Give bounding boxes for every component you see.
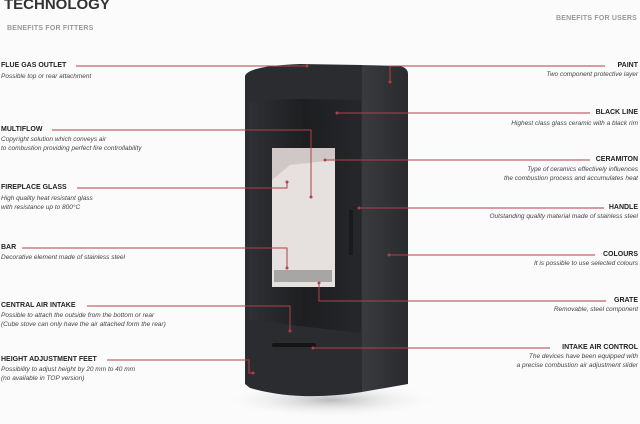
handle (349, 210, 353, 255)
feature-desc: (no available in TOP version) (1, 374, 85, 382)
feature-central-air-intake: CENTRAL AIR INTAKE Possible to attach th… (1, 302, 166, 329)
feature-title: MULTIFLOW (1, 126, 43, 133)
feature-colours: COLOURS It is possible to use selected c… (534, 251, 638, 269)
callout-lines (22, 65, 606, 374)
feature-desc: the combustion process and accumulates h… (503, 174, 638, 182)
feature-title: PAINT (617, 62, 638, 69)
feature-desc: The devices have been equipped with (528, 353, 638, 360)
feature-desc: a precise combustion air adjustment slid… (516, 361, 638, 369)
feature-desc: Type of ceramics effectively influences (527, 166, 638, 173)
feature-desc: It is possible to use selected colours (533, 260, 638, 267)
feature-desc: Copyright solution which conveys air (1, 136, 107, 143)
feature-fireplace-glass: FIREPLACE GLASS High quality heat resist… (1, 184, 93, 212)
feature-desc: Removable, steel component (553, 306, 638, 313)
feature-desc: with resistance up to 800°C (1, 203, 81, 211)
feature-title: FIREPLACE GLASS (1, 184, 67, 191)
feature-desc: to combustion providing perfect fire con… (1, 144, 142, 152)
feature-multiflow: MULTIFLOW Copyright solution which conve… (1, 126, 142, 153)
feature-title: GRATE (614, 297, 638, 304)
page-title: TECHNOLOGY (4, 0, 110, 13)
air-slider (272, 343, 316, 347)
feature-desc: High quality heat resistant glass (1, 195, 93, 202)
feature-desc: Two component protective layer (546, 71, 638, 78)
feature-title: HEIGHT ADJUSTMENT FEET (1, 356, 97, 363)
grate (274, 270, 332, 282)
feature-desc: (Cube stove can only have the air attach… (1, 320, 166, 328)
feature-flue-gas-outlet: FLUE GAS OUTLET Possible top or rear att… (1, 62, 91, 82)
feature-desc: Outstanding quality material made of sta… (489, 213, 639, 220)
users-heading: BENEFITS FOR USERS (556, 15, 637, 22)
feature-black-line: BLACK LINE Highest class glass ceramic w… (511, 109, 638, 129)
fitters-heading: BENEFITS FOR FITTERS (7, 25, 94, 32)
feature-desc: Highest class glass ceramic with a black… (511, 120, 638, 127)
feature-intake-air-control: INTAKE AIR CONTROL The devices have been… (517, 344, 638, 370)
feature-handle: HANDLE Outstanding quality material made… (490, 204, 639, 222)
feature-title: CERAMITON (595, 156, 638, 163)
feature-desc: Possibility to adjust height by 20 mm to… (1, 366, 136, 373)
feature-title: INTAKE AIR CONTROL (562, 344, 638, 351)
feature-title: BAR (1, 244, 17, 251)
feature-title: HANDLE (608, 204, 638, 211)
feature-paint: PAINT Two component protective layer (546, 62, 638, 80)
feature-title: CENTRAL AIR INTAKE (1, 302, 76, 309)
feature-title: BLACK LINE (595, 109, 638, 116)
feature-height-adjustment-feet: HEIGHT ADJUSTMENT FEET Possibility to ad… (1, 356, 135, 383)
feature-title: FLUE GAS OUTLET (1, 62, 67, 69)
feature-grate: GRATE Removable, steel component (554, 297, 638, 315)
feature-title: COLOURS (603, 251, 638, 258)
feature-bar: BAR Decorative element made of stainless… (1, 244, 125, 263)
stove-side-panel (360, 65, 408, 392)
feature-desc: Decorative element made of stainless ste… (1, 254, 125, 261)
feature-desc: Possible to attach the outside from the … (1, 312, 155, 319)
feature-ceramiton: CERAMITON Type of ceramics effectively i… (504, 156, 638, 183)
feature-desc: Possible top or rear attachment (1, 73, 92, 80)
